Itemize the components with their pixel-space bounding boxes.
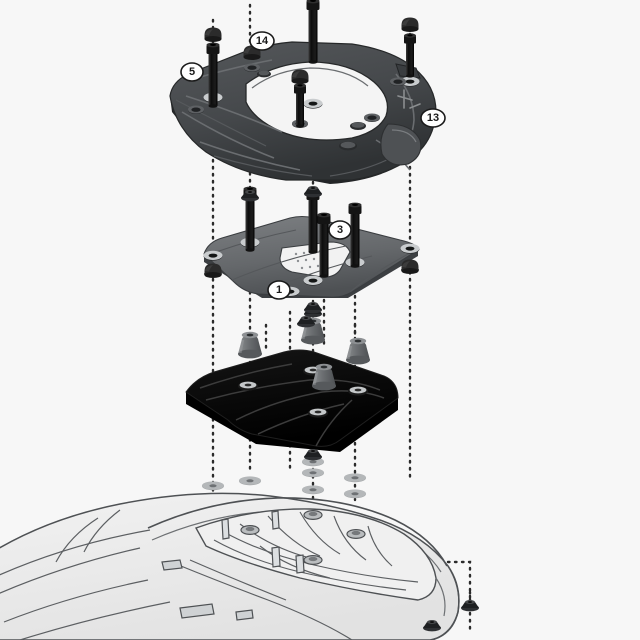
flat-washer — [202, 481, 224, 491]
cap-nut — [204, 27, 222, 42]
callout-5-label: 5 — [189, 66, 195, 78]
cap-nut — [401, 17, 419, 32]
callout-3[interactable]: 3 — [328, 220, 352, 240]
recessed-hole — [390, 77, 406, 86]
flat-washer — [302, 485, 324, 495]
recessed-hole — [364, 113, 380, 122]
callout-13-label: 13 — [427, 112, 439, 124]
cap-nut — [291, 69, 309, 84]
recessed-hole — [244, 63, 260, 72]
bolt-seat — [400, 243, 420, 254]
recessed-hole — [188, 105, 204, 114]
flat-washer — [239, 476, 261, 486]
flat-washer — [302, 468, 324, 478]
cap-nut — [204, 263, 222, 278]
cap-nut — [401, 259, 419, 274]
callout-14-label: 14 — [256, 35, 269, 47]
top-plate-hole — [188, 63, 420, 151]
callout-14[interactable]: 14 — [249, 31, 275, 51]
bolt-seat — [303, 98, 323, 109]
callout-5[interactable]: 5 — [180, 62, 204, 82]
top-mounting-plate — [169, 41, 437, 184]
callout-group: 5 14 13 3 1 — [180, 31, 446, 300]
bolt-seat — [303, 275, 323, 286]
middle-adapter-plate — [203, 215, 420, 298]
rack-mount-boss — [240, 510, 366, 565]
callout-1[interactable]: 1 — [267, 280, 291, 300]
bolt-seat — [203, 250, 223, 261]
scooter-rear-body — [0, 492, 460, 640]
flat-washer — [344, 489, 366, 499]
callout-3-label: 3 — [337, 224, 343, 236]
flat-washer — [344, 473, 366, 483]
lower-black-bracket — [185, 349, 399, 452]
callout-13[interactable]: 13 — [420, 108, 446, 128]
callout-1-label: 1 — [276, 284, 282, 296]
